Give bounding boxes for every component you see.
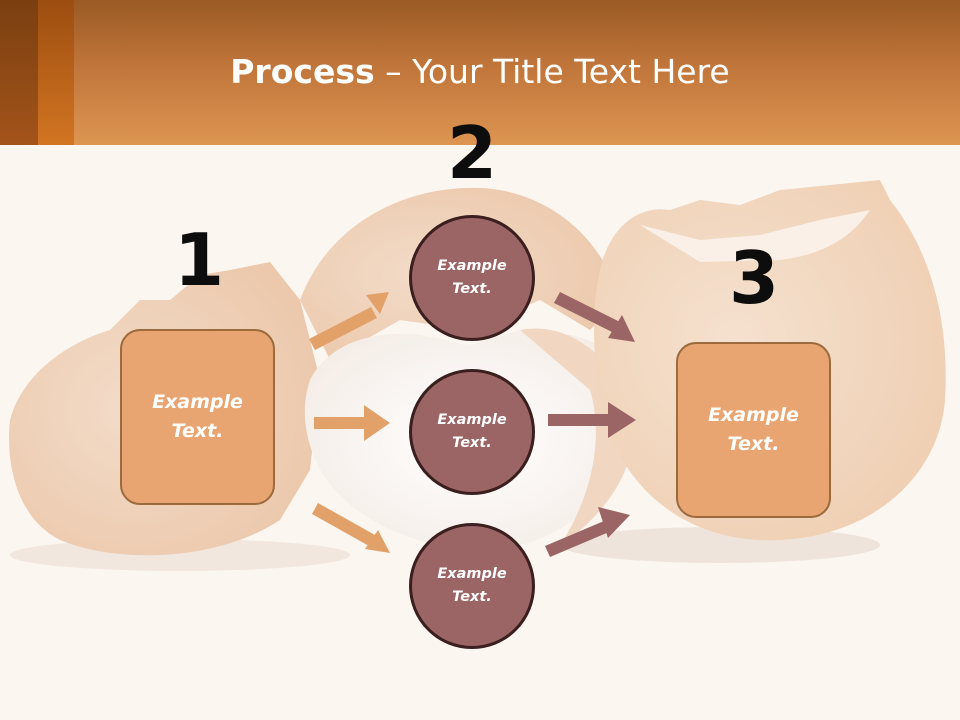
header-accent-stripe-dark (0, 0, 38, 145)
middle-circle-center-text: Example Text. (437, 412, 507, 451)
step-1-text: Example Text. (152, 391, 243, 442)
middle-circle-top[interactable]: Example Text. (409, 215, 535, 341)
title-bold: Process (230, 52, 375, 91)
step-1-box[interactable]: Example Text. (120, 329, 275, 505)
middle-circle-bottom[interactable]: Example Text. (409, 523, 535, 649)
page-title[interactable]: Process – Your Title Text Here (0, 52, 960, 91)
step-number-1: 1 (173, 218, 225, 302)
middle-circle-center[interactable]: Example Text. (409, 369, 535, 495)
step-3-text: Example Text. (708, 404, 799, 455)
title-rest: – Your Title Text Here (374, 52, 730, 91)
step-number-2: 2 (446, 111, 498, 195)
middle-circle-top-text: Example Text. (437, 258, 507, 297)
step-3-box[interactable]: Example Text. (676, 342, 831, 518)
header-accent-stripe (38, 0, 74, 145)
step-number-3: 3 (728, 236, 780, 320)
middle-circle-bottom-text: Example Text. (437, 566, 507, 605)
header-band (0, 0, 960, 145)
